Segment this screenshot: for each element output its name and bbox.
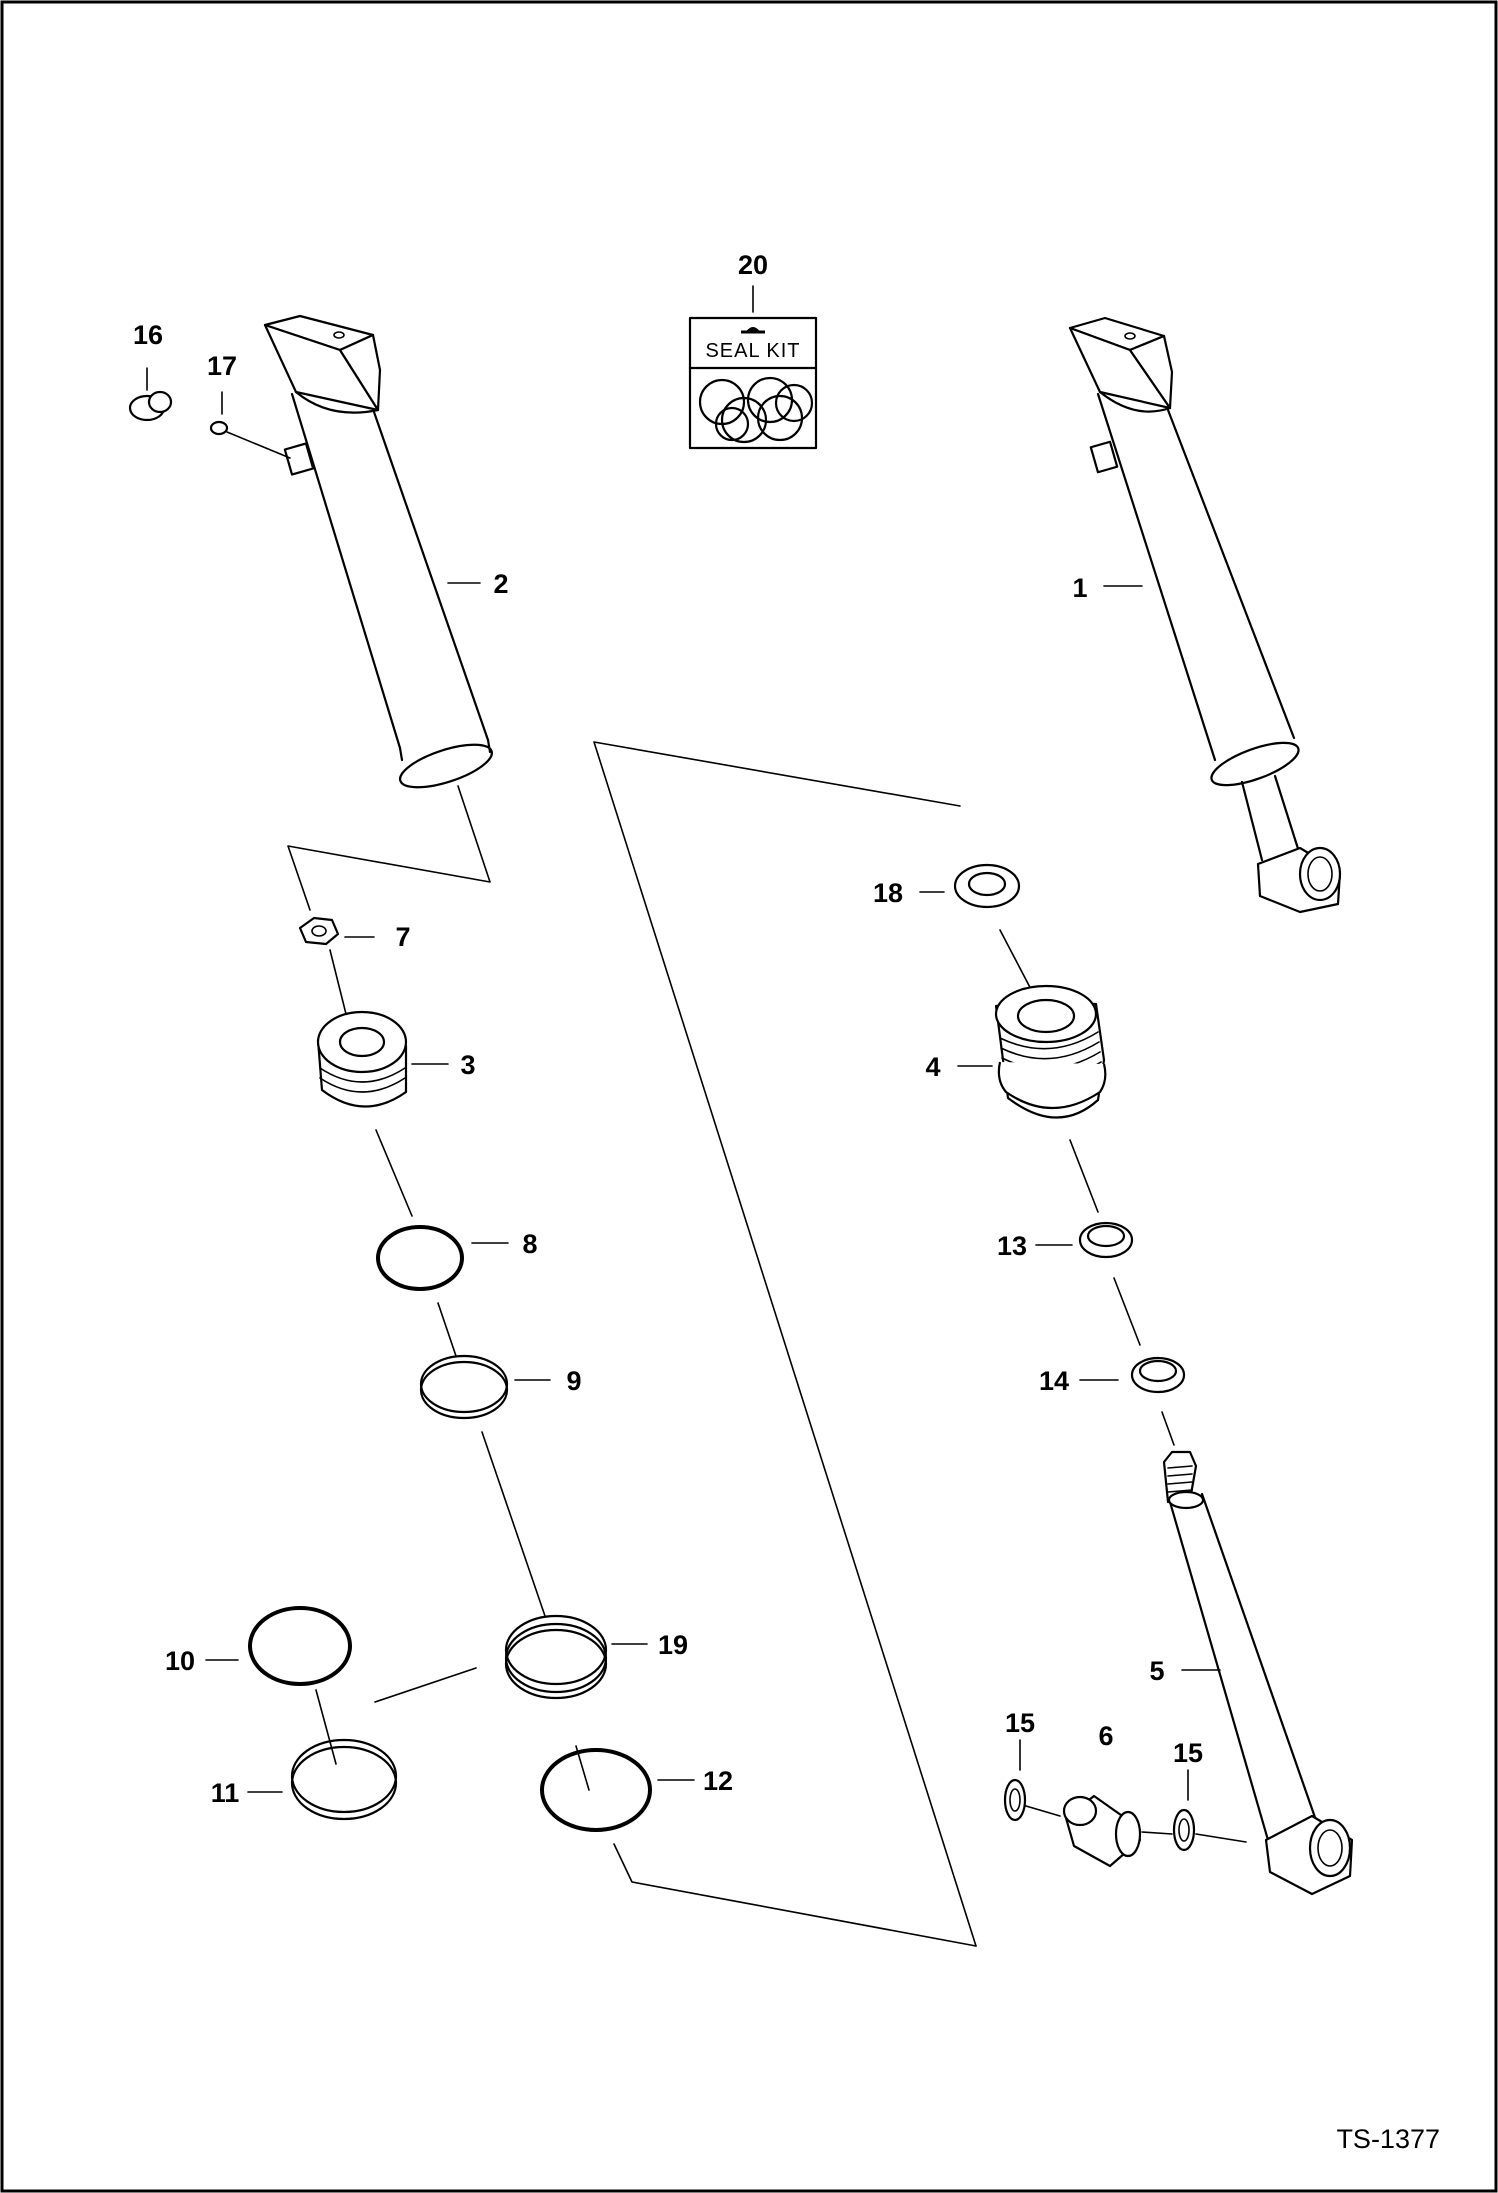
washer-left xyxy=(1003,1778,1027,1822)
explode-line-left xyxy=(287,785,491,911)
callout-20: 20 xyxy=(738,250,768,280)
cylinder-assembly-right xyxy=(1068,316,1342,914)
explode-line-center xyxy=(593,741,977,1947)
cylinder-barrel-left xyxy=(263,314,494,789)
callout-18: 18 xyxy=(873,878,903,908)
buffer-seal xyxy=(1130,1356,1186,1394)
washer-right xyxy=(1172,1808,1196,1852)
bushing xyxy=(1062,1794,1142,1868)
rod-seal xyxy=(1078,1221,1134,1259)
callout-17: 17 xyxy=(207,351,237,381)
callout-2: 2 xyxy=(493,569,508,599)
piston-rod xyxy=(1162,1450,1354,1896)
piston-seal xyxy=(504,1614,608,1700)
leader-lines xyxy=(146,367,1221,1801)
callout-10: 10 xyxy=(165,1646,195,1676)
reference-code: TS-1377 xyxy=(1336,2124,1440,2154)
o-ring-small xyxy=(209,420,229,436)
backup-ring xyxy=(290,1738,398,1821)
o-ring-piston xyxy=(376,1225,464,1291)
plug-fitting xyxy=(128,390,173,422)
wear-ring xyxy=(419,1354,509,1420)
piston xyxy=(316,1010,408,1108)
callout-6: 6 xyxy=(1098,1721,1113,1751)
seal-kit-package: SEAL KIT xyxy=(688,285,818,450)
callout-7: 7 xyxy=(395,922,410,952)
callout-12: 12 xyxy=(703,1766,733,1796)
callout-15-right: 15 xyxy=(1173,1738,1203,1768)
callout-1: 1 xyxy=(1072,573,1087,603)
explode-line-bottom xyxy=(613,1843,977,1947)
callout-13: 13 xyxy=(997,1231,1027,1261)
callout-5: 5 xyxy=(1149,1656,1164,1686)
wiper-seal xyxy=(953,863,1021,909)
callout-14: 14 xyxy=(1039,1366,1069,1396)
callout-3: 3 xyxy=(460,1050,475,1080)
callout-8: 8 xyxy=(522,1229,537,1259)
o-ring-large-left xyxy=(248,1606,352,1686)
o-ring-large-right xyxy=(540,1748,652,1832)
callout-15-left: 15 xyxy=(1005,1708,1035,1738)
callout-11: 11 xyxy=(211,1778,240,1808)
callout-4: 4 xyxy=(925,1052,940,1082)
callout-19: 19 xyxy=(658,1630,688,1660)
nut xyxy=(298,916,340,946)
seal-kit-label: SEAL KIT xyxy=(705,340,800,362)
callout-9: 9 xyxy=(566,1366,581,1396)
callout-16: 16 xyxy=(133,320,163,350)
gland xyxy=(994,984,1107,1119)
